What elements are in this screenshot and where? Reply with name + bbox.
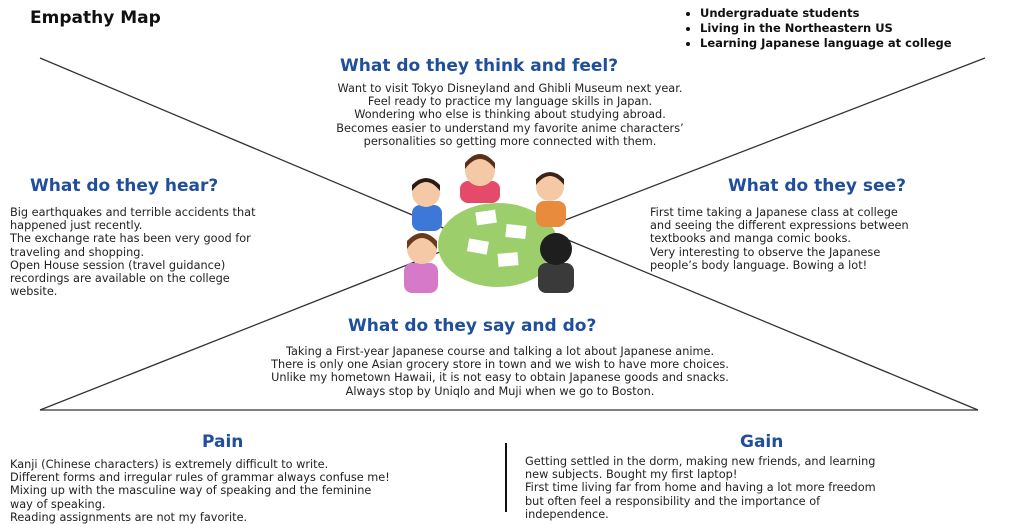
diagonal-top-left <box>39 57 449 231</box>
pain-line: way of speaking. <box>10 497 106 511</box>
hear-line: Big earthquakes and terrible accidents t… <box>10 206 256 219</box>
say-do-line: Taking a First-year Japanese course and … <box>285 345 715 358</box>
persona-list: Undergraduate students Living in the Nor… <box>684 6 952 51</box>
paper-sheet <box>497 252 519 267</box>
students-discussion-illustration <box>404 154 574 293</box>
person-right <box>536 172 566 227</box>
see-line: people’s body language. Bowing a lot! <box>650 258 868 272</box>
say-do-body: Taking a First-year Japanese course and … <box>180 345 820 398</box>
diagonal-bottom-right <box>567 239 979 411</box>
person-left <box>412 178 442 231</box>
pain-body: Kanji (Chinese characters) is extremely … <box>10 458 500 524</box>
say-do-line: Always stop by Uniqlo and Muji when we g… <box>345 384 655 398</box>
diagonal-bottom-left <box>39 247 451 411</box>
hear-heading: What do they hear? <box>30 176 219 196</box>
see-heading: What do they see? <box>728 176 906 196</box>
hear-line: recordings are available on the college <box>10 272 230 286</box>
hear-line: Open House session (travel guidance) <box>10 258 226 272</box>
think-feel-line: Wondering who else is thinking about stu… <box>354 108 666 122</box>
pain-line: Mixing up with the masculine way of spea… <box>10 484 372 498</box>
gain-line: Getting settled in the dorm, making new … <box>525 455 876 468</box>
page-title: Empathy Map <box>30 8 161 28</box>
persona-item: Living in the Northeastern US <box>700 21 952 36</box>
gain-heading: Gain <box>740 432 784 452</box>
paper-sheet <box>466 238 489 255</box>
see-line: First time taking a Japanese class at co… <box>650 206 898 219</box>
hear-body: Big earthquakes and terrible accidents t… <box>10 206 340 298</box>
see-line: and seeing the different expressions bet… <box>650 219 909 233</box>
person-bottom-left <box>404 233 438 293</box>
think-feel-body: Want to visit Tokyo Disneyland and Ghibl… <box>250 82 770 148</box>
gain-line: new subjects. Bought my first laptop! <box>525 468 738 482</box>
think-feel-heading: What do they think and feel? <box>340 56 619 76</box>
gain-body: Getting settled in the dorm, making new … <box>525 455 1005 521</box>
hear-line: happened just recently. <box>10 219 143 233</box>
see-body: First time taking a Japanese class at co… <box>650 206 1000 272</box>
pain-line: Kanji (Chinese characters) is extremely … <box>10 458 329 471</box>
pain-line: Reading assignments are not my favorite. <box>10 510 248 524</box>
hear-line: The exchange rate has been very good for <box>10 232 251 246</box>
diagonal-top-right <box>559 57 986 223</box>
persona-item: Learning Japanese language at college <box>700 36 952 51</box>
persona-item: Undergraduate students <box>700 6 952 21</box>
think-feel-line: Want to visit Tokyo Disneyland and Ghibl… <box>337 82 683 95</box>
say-do-line: There is only one Asian grocery store in… <box>271 358 729 372</box>
person-top <box>460 154 500 203</box>
gain-line: independence. <box>525 507 609 521</box>
hear-line: website. <box>10 285 58 299</box>
see-line: textbooks and manga comic books. <box>650 232 852 246</box>
think-feel-line: personalities so getting more connected … <box>363 134 657 148</box>
think-feel-line: Feel ready to practice my language skill… <box>367 95 653 109</box>
pain-line: Different forms and irregular rules of g… <box>10 471 390 485</box>
person-bottom-right <box>538 233 574 293</box>
say-do-line: Unlike my hometown Hawaii, it is not eas… <box>271 371 729 385</box>
gain-line: First time living far from home and havi… <box>525 481 876 495</box>
think-feel-line: Becomes easier to understand my favorite… <box>336 121 684 135</box>
table-shape <box>438 203 558 287</box>
gain-line: but often feel a responsibility and the … <box>525 494 821 508</box>
hear-line: traveling and shopping. <box>10 245 145 259</box>
see-line: Very interesting to observe the Japanese <box>650 245 881 259</box>
paper-sheet <box>475 209 497 226</box>
paper-sheet <box>505 223 527 240</box>
say-do-heading: What do they say and do? <box>348 316 597 336</box>
pain-heading: Pain <box>202 432 244 452</box>
